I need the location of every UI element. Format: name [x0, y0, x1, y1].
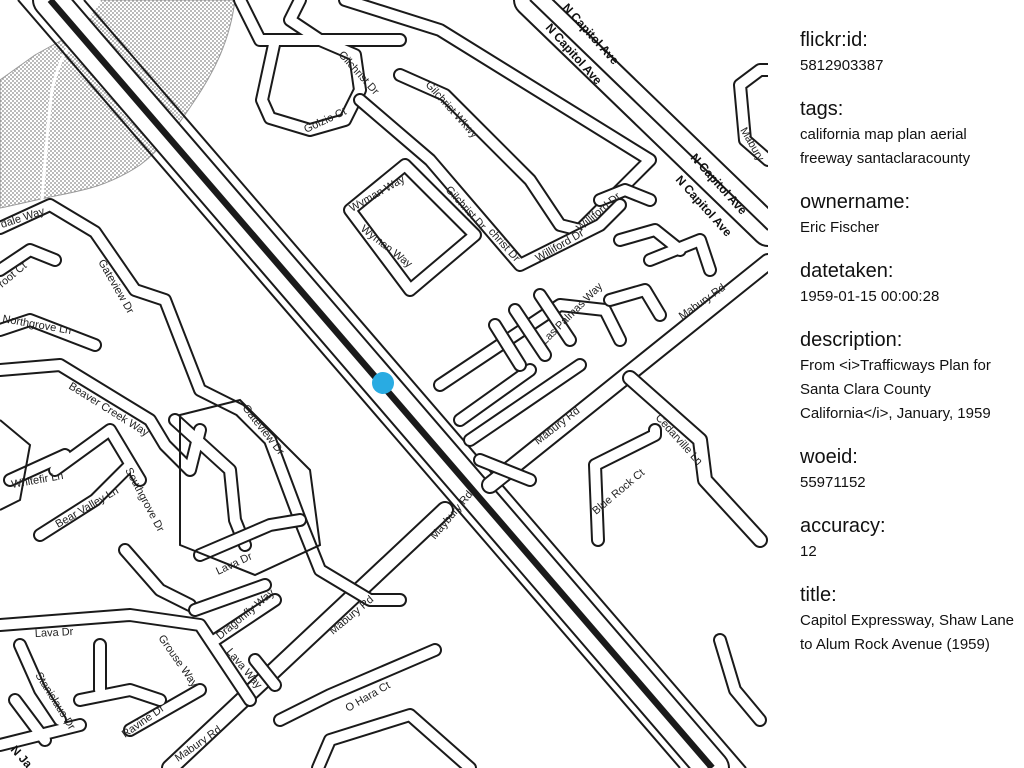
field-value: california map plan aerial freeway santa… [800, 126, 971, 167]
field-key: ownername: [800, 191, 911, 213]
n-capitol-ave-road [513, 0, 768, 247]
field-ownername: ownername: Eric Fischer [800, 188, 1024, 240]
map-canvas: N Capitol Ave N Capitol Ave N Capitol Av… [0, 0, 768, 768]
field-key: description: [800, 329, 903, 351]
field-key: flickr:id: [800, 29, 868, 51]
field-key: woeid: [800, 446, 858, 468]
field-woeid: woeid: 55971152 [800, 443, 1024, 495]
cedarville-ln-road [622, 370, 768, 548]
local-streets [0, 0, 768, 768]
field-accuracy: accuracy: 12 [800, 512, 1024, 564]
field-value: 5812903387 [800, 57, 884, 74]
field-key: title: [800, 584, 837, 606]
label-dale-way: dale Way [0, 205, 47, 231]
location-marker[interactable] [372, 372, 394, 394]
label-christ-dr: christ Dr [486, 226, 523, 265]
label-ravine-dr: Ravine Dr [120, 702, 167, 740]
label-gilchrist-wkwy: Gilchrist Wkwy [423, 79, 481, 141]
field-flickr-id: flickr:id: 5812903387 [800, 26, 1024, 78]
field-value-line: From <i>Trafficways Plan for [800, 357, 991, 374]
mabury-road [161, 253, 768, 768]
field-value-line: California</i>, January, 1959 [800, 405, 991, 422]
metadata-panel: flickr:id: 5812903387 tags: california m… [800, 26, 1024, 768]
label-lava-dr-2: Lava Dr [35, 626, 74, 640]
field-tags: tags: california map plan aerial freeway… [800, 95, 1024, 171]
field-title: title: Capitol Expressway, Shaw Lane to … [800, 581, 1024, 657]
field-value: Capitol Expressway, Shaw Lane to Alum Ro… [800, 612, 1014, 653]
field-datetaken: datetaken: 1959-01-15 00:00:28 [800, 257, 1024, 309]
field-value: 55971152 [800, 474, 866, 491]
label-bear-valley-ln: Bear Valley Ln [54, 485, 121, 531]
field-value: Eric Fischer [800, 219, 880, 236]
field-key: accuracy: [800, 515, 886, 537]
field-key: datetaken: [800, 260, 894, 282]
label-williford-dr-1: Williford Dr [534, 227, 587, 264]
map-view[interactable]: N Capitol Ave N Capitol Ave N Capitol Av… [0, 0, 768, 768]
label-lava-dr-1: Lava Dr [214, 550, 254, 577]
label-grouse-way: Grouse Way [156, 633, 201, 690]
field-value-line: Santa Clara County [800, 381, 931, 398]
field-value: 12 [800, 543, 817, 560]
field-key: tags: [800, 98, 844, 120]
label-gateview-dr-2: Gateview Dr [240, 402, 287, 457]
block-outlines [0, 398, 322, 577]
field-description: description: From <i>Trafficways Plan fo… [800, 326, 1024, 426]
field-value: 1959-01-15 00:00:28 [800, 288, 940, 305]
